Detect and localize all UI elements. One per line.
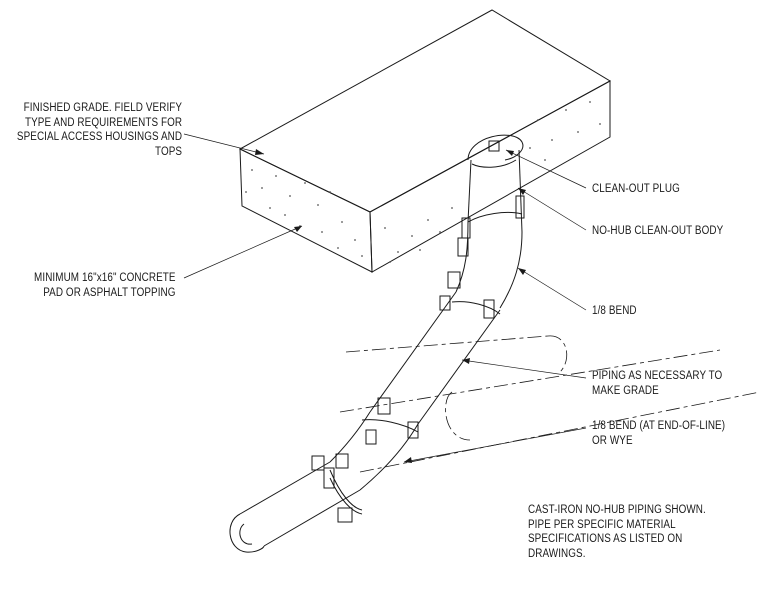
piping-label: PIPING AS NECESSARY TO MAKE GRADE <box>592 370 723 397</box>
cleanout-opening <box>467 134 524 168</box>
cleanout-body-label: NO-HUB CLEAN-OUT BODY <box>592 225 724 237</box>
main-sewer-pipe-hidden <box>339 335 760 473</box>
concrete-pad-label: MINIMUM 16"x16" CONCRETE PAD OR ASPHALT … <box>34 272 176 299</box>
cleanout-plug-label: CLEAN-OUT PLUG <box>592 183 680 195</box>
couplings <box>311 195 525 523</box>
lower-pipe <box>229 461 363 553</box>
bend-end-label: 1/8 BEND (AT END-OF-LINE) OR WYE <box>592 420 726 447</box>
upper-bend <box>451 221 523 315</box>
concrete-pad <box>238 9 612 273</box>
bend-label: 1/8 BEND <box>592 305 637 317</box>
concrete-speckles <box>245 101 601 263</box>
diagonal-pipe <box>361 291 501 433</box>
cleanout-plug-icon <box>488 140 500 152</box>
leader-lines <box>183 133 587 463</box>
finished-grade-label: FINISHED GRADE. FIELD VERIFY TYPE AND RE… <box>16 102 183 158</box>
material-note: CAST-IRON NO-HUB PIPING SHOWN. PIPE PER … <box>528 504 706 560</box>
lower-bend <box>329 411 419 515</box>
